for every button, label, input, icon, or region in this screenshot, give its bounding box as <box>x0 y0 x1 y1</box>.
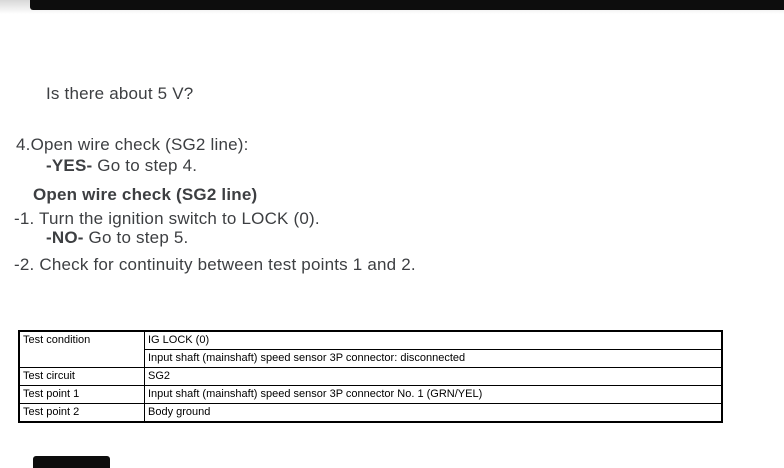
yes-label: -YES- <box>46 156 93 175</box>
yes-text: Go to step 4. <box>92 156 198 175</box>
procedure-title: Open wire check (SG2 line) <box>33 185 258 204</box>
table-row: Test condition IG LOCK (0) <box>18 330 723 368</box>
question-text: Is there about 5 V? <box>46 84 194 103</box>
test-point-1-label-cell: Test point 1 <box>18 385 145 404</box>
test-point-2-label-cell: Test point 2 <box>18 403 145 423</box>
table-row: Test point 1 Input shaft (mainshaft) spe… <box>18 385 723 404</box>
test-circuit-value-cell: SG2 <box>144 367 723 386</box>
test-condition-value-cell: IG LOCK (0) <box>144 330 723 350</box>
table-row: Test point 2 Body ground <box>18 403 723 423</box>
test-conditions-table: Test condition IG LOCK (0) Input shaft (… <box>18 330 723 423</box>
test-point-2-value-cell: Body ground <box>144 403 723 423</box>
yes-line: -YES- Go to step 4. <box>46 154 197 178</box>
instruction-step-2: -2. Check for continuity between test po… <box>14 255 416 274</box>
test-point-1-value-cell: Input shaft (mainshaft) speed sensor 3P … <box>144 385 723 404</box>
table-row: Test circuit SG2 <box>18 367 723 386</box>
no-text: Go to step 5. <box>83 228 189 247</box>
instruction-step-1: -1. Turn the ignition switch to LOCK (0)… <box>14 209 320 228</box>
no-label: -NO- <box>46 228 84 247</box>
no-line: -NO- Go to step 5. <box>46 226 197 250</box>
test-condition-value2-cell: Input shaft (mainshaft) speed sensor 3P … <box>144 349 723 368</box>
question-block: Is there about 5 V? -YES- Go to step 4. … <box>46 34 197 274</box>
test-circuit-label-cell: Test circuit <box>18 367 145 386</box>
test-condition-label-cell: Test condition <box>18 330 145 368</box>
step-heading: 4.Open wire check (SG2 line): <box>16 135 249 154</box>
top-edge-bar <box>30 0 784 10</box>
bottom-edge-bar <box>33 456 110 468</box>
